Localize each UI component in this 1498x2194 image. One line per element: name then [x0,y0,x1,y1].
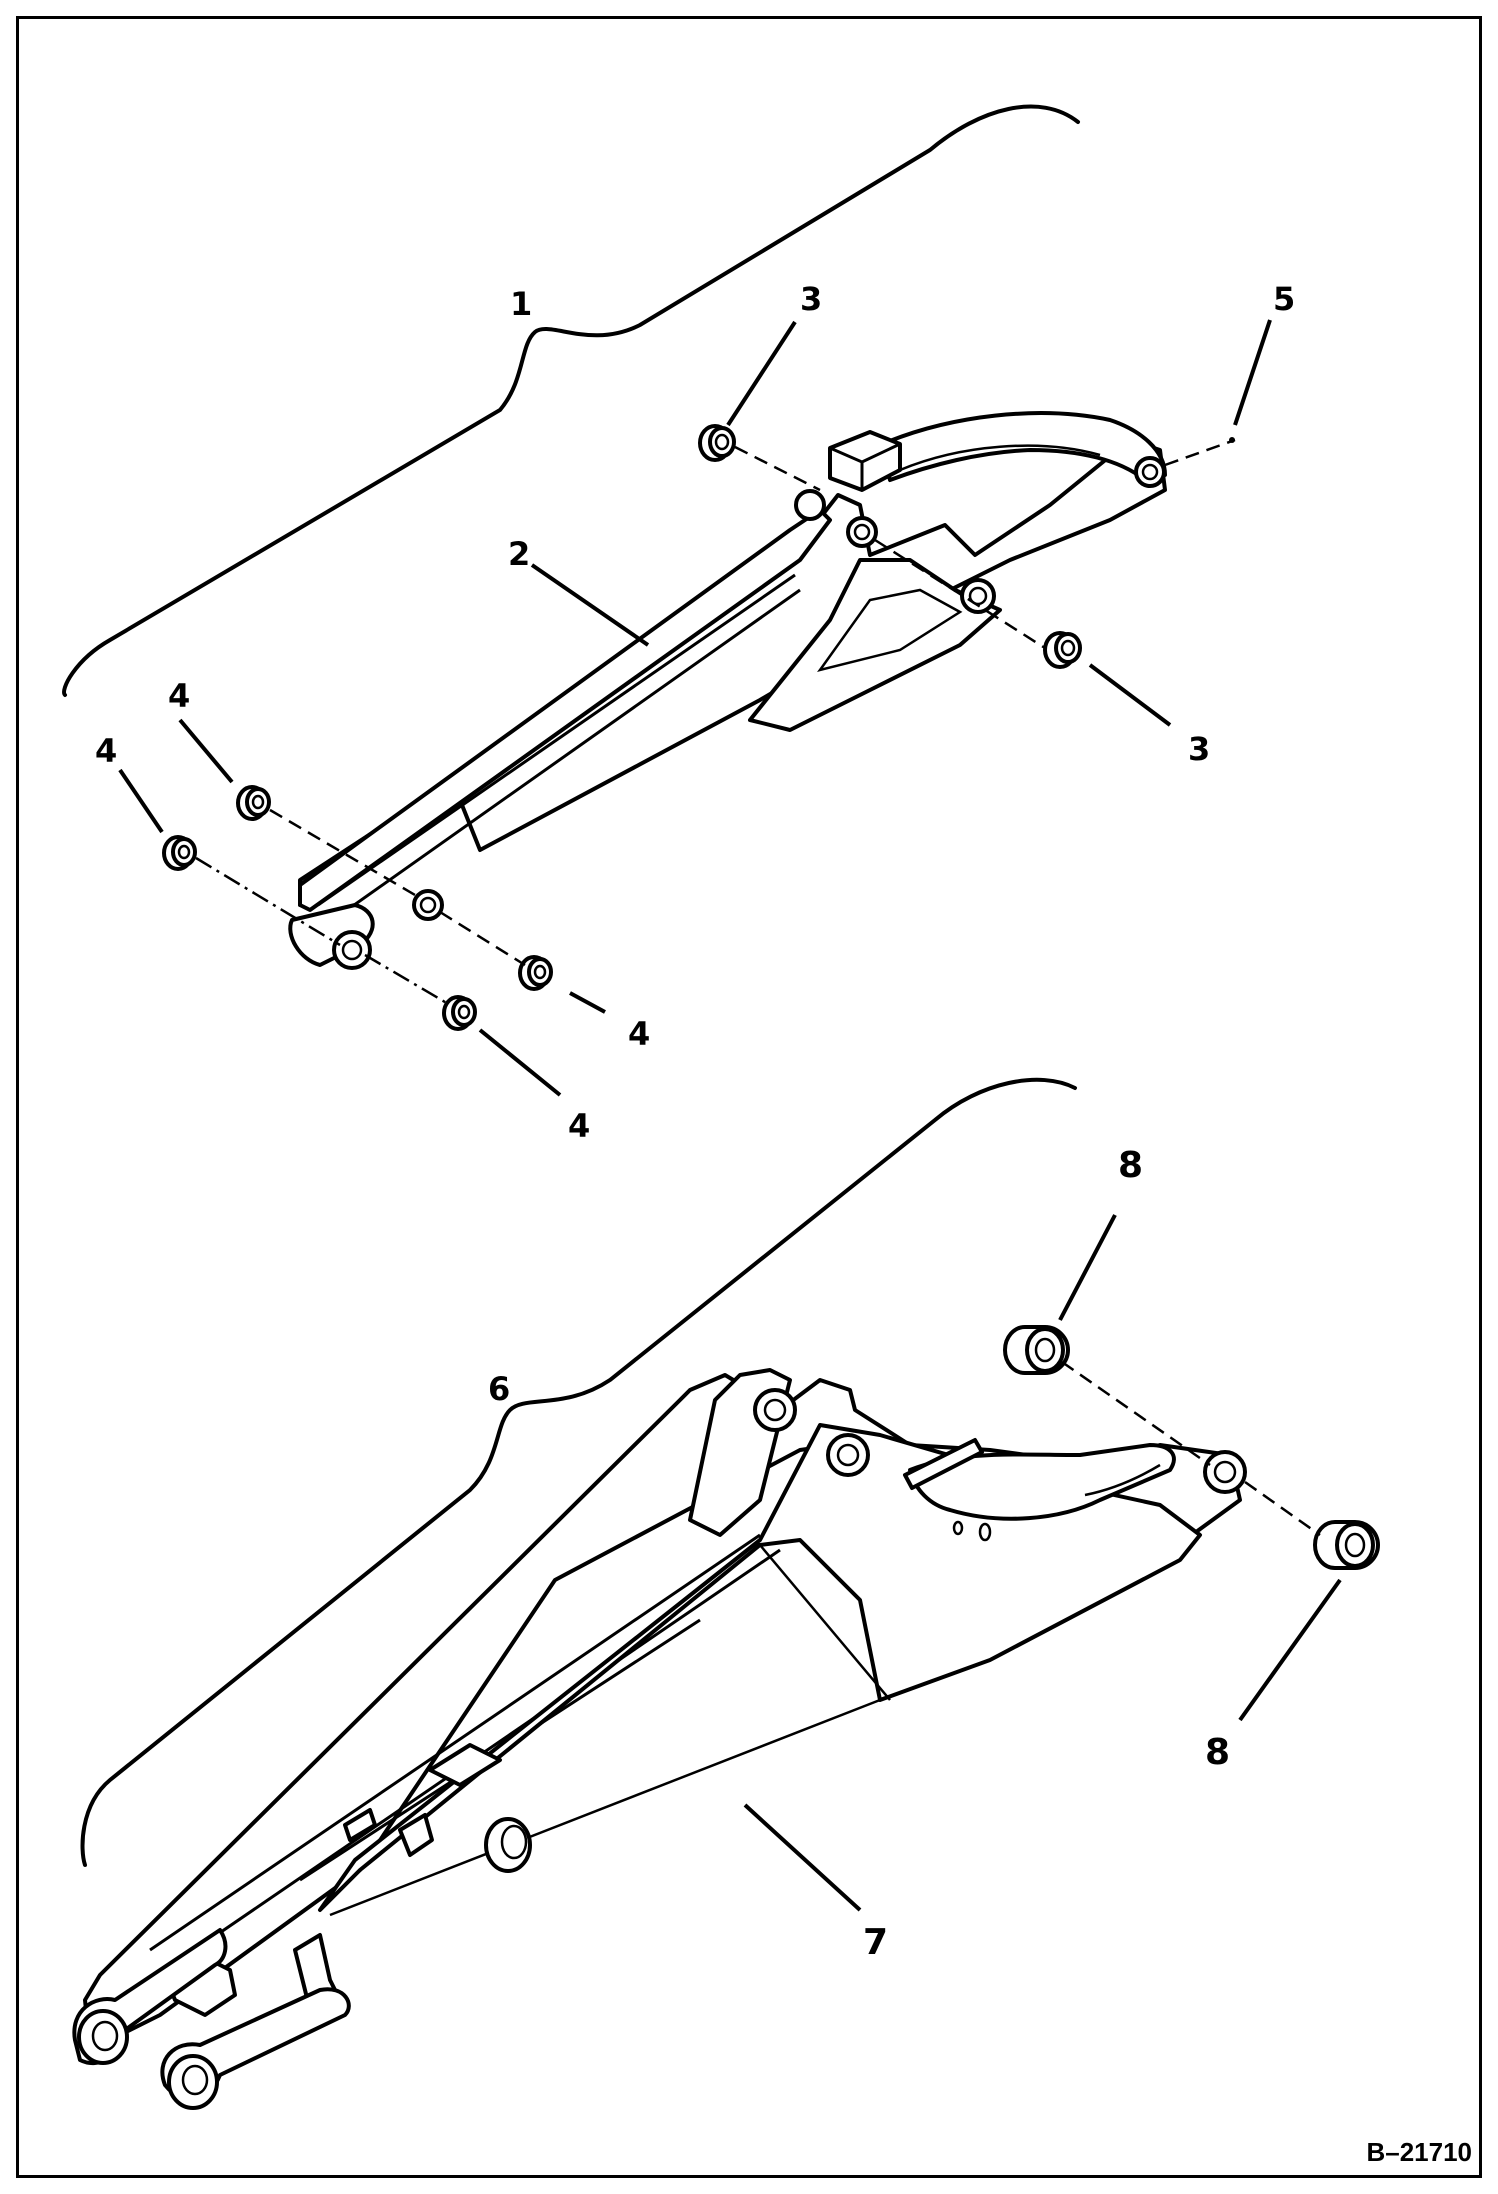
leader-7 [743,1803,862,1912]
callout-1: 1 [510,285,533,323]
callout-3-upper: 3 [800,280,823,318]
arm-assembly [62,104,1272,1097]
drawing-number: B–21710 [1366,2137,1472,2167]
callout-4-d: 4 [568,1107,591,1145]
leader-3-upper [726,320,797,427]
boom-bracket-plate [903,1438,984,1490]
boom-pivot-boss-1 [753,1388,797,1432]
bushing-4-c [518,955,553,991]
grease-fitting-5 [1229,437,1235,443]
arm-lower-boss [332,930,372,970]
boom-lower-boss-2 [167,2054,219,2110]
boom-assembly [72,1077,1380,2110]
bushing-4-d [442,995,477,1031]
callout-8-upper: 8 [1118,1145,1144,1186]
callout-3-lower: 3 [1188,730,1211,768]
leader-5 [1233,319,1272,426]
boom-pivot-boss-2 [826,1433,870,1477]
leader-4-b [118,768,164,834]
leader-8-lower [1238,1578,1342,1722]
boom-tip-curve [908,1443,1176,1521]
callout-8-lower: 8 [1205,1732,1231,1773]
bushing-3-lower [1043,631,1082,669]
leader-8-upper [1058,1214,1117,1321]
leader-3-lower [1088,663,1172,727]
boom-tip-boss [1203,1450,1247,1494]
leader-4-d [478,1028,562,1097]
bushing-4-b [162,835,197,871]
bushing-4-a [236,785,271,821]
leader-2 [530,563,650,647]
leader-4-c [569,991,606,1014]
callout-2: 2 [508,535,531,573]
boom-side-plate [318,1423,1202,1912]
arm-tip-boss [1134,456,1166,488]
arm-body [298,438,1167,907]
brace-6 [80,1077,1077,1867]
callout-7: 7 [863,1922,889,1963]
callout-4-b: 4 [95,732,118,770]
leader-4-a [178,718,234,784]
arm-pivot-boss-upper-1 [794,489,826,521]
bushing-8-upper [1003,1325,1070,1375]
callout-4-c: 4 [628,1015,651,1053]
callout-4-a: 4 [168,677,191,715]
callout-5: 5 [1273,280,1296,318]
callout-6: 6 [488,1370,511,1408]
bushing-8-lower [1313,1520,1380,1570]
bushing-3-upper [698,424,736,462]
arm-pivot-boss-mid [960,578,996,614]
brace-1 [62,104,1080,697]
drawing-border [16,16,1482,2178]
arm-top-plate [298,508,832,912]
boom-lower-boss-1 [77,2009,129,2065]
arm-pivot-boss-upper-2 [846,516,878,548]
boom-mid-plate [428,1743,502,1787]
arm-mid-boss [412,889,444,921]
